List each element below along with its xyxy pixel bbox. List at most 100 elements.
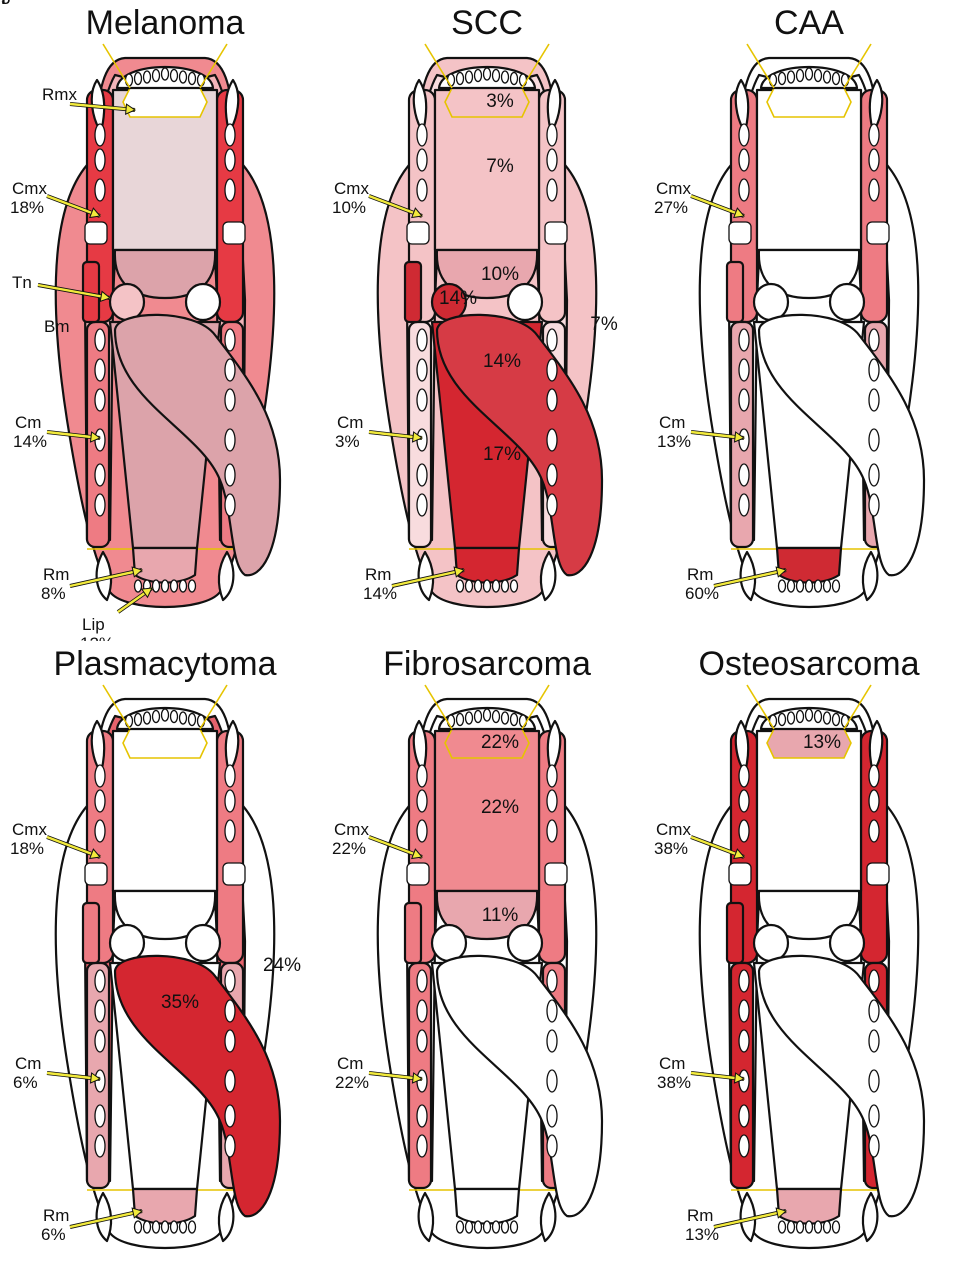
molar-tooth <box>95 329 105 351</box>
incisor-tooth <box>448 74 455 86</box>
molar-tooth <box>225 1135 235 1157</box>
molar-tooth <box>417 1000 427 1022</box>
molar-tooth <box>547 1030 557 1052</box>
lower-incisor-tooth <box>788 1221 795 1233</box>
molar-tooth <box>547 359 557 381</box>
molar-tooth <box>869 359 879 381</box>
molar-tooth <box>95 790 105 812</box>
molar-tooth <box>95 389 105 411</box>
tonsil-left <box>432 925 466 961</box>
site-percent: 6% <box>41 1225 66 1244</box>
site-label: Bm <box>44 317 70 336</box>
incisor-tooth <box>779 714 786 726</box>
incisor-tooth <box>833 73 840 85</box>
site-percent: 22% <box>332 839 366 858</box>
molar-tooth <box>739 494 749 516</box>
molar-tooth <box>225 429 235 451</box>
incisor-tooth <box>135 73 142 85</box>
lower-incisor-tooth <box>475 580 482 592</box>
molar-tooth <box>417 389 427 411</box>
molar-tooth <box>547 790 557 812</box>
lower-incisor-tooth <box>457 580 464 592</box>
molar-tooth <box>739 765 749 787</box>
panel-melanoma: MelanomaHp4%Sp10%6%Tg8%Mf8%14%RmxCmx18%T… <box>0 0 320 641</box>
incisor-tooth <box>815 70 822 82</box>
lower-incisor-tooth <box>144 1221 151 1233</box>
panel-title: Fibrosarcoma <box>383 645 591 683</box>
site-label: Lip <box>82 615 105 634</box>
lower-incisor-tooth <box>466 1221 473 1233</box>
lower-incisor-tooth <box>779 1221 786 1233</box>
molar-tooth <box>739 1070 749 1092</box>
molar-tooth <box>417 765 427 787</box>
incisor-tooth <box>493 711 500 723</box>
buccal-mucosa <box>727 903 743 963</box>
molar-tooth <box>547 389 557 411</box>
site-label: Cm <box>659 413 685 432</box>
molar-tooth <box>869 329 879 351</box>
molar-tooth <box>739 790 749 812</box>
molar-tooth <box>95 1105 105 1127</box>
carnassial-tooth <box>545 863 567 885</box>
lower-incisor-tooth <box>824 1221 831 1233</box>
buccal-mucosa <box>405 262 421 322</box>
molar-tooth <box>95 765 105 787</box>
lower-incisor-tooth <box>511 580 518 592</box>
tonsil-right <box>830 925 864 961</box>
carnassial-tooth <box>867 222 889 244</box>
site-percent: 8% <box>41 584 66 603</box>
molar-tooth <box>547 329 557 351</box>
tonsil-right <box>186 925 220 961</box>
panel-title: CAA <box>774 4 844 42</box>
site-percent: 13% <box>685 1225 719 1244</box>
molar-tooth <box>739 429 749 451</box>
panel-title: Osteosarcoma <box>698 645 919 683</box>
buccal-mucosa <box>727 262 743 322</box>
carnassial-tooth <box>223 222 245 244</box>
molar-tooth <box>869 149 879 171</box>
incisor-tooth <box>797 711 804 723</box>
incisor-tooth <box>770 74 777 86</box>
lower-incisor-tooth <box>162 580 169 592</box>
lower-incisor-tooth <box>135 580 142 592</box>
molar-tooth <box>95 1030 105 1052</box>
lower-incisor-tooth <box>815 1221 822 1233</box>
incisor-tooth <box>144 712 151 724</box>
site-label: Cmx <box>334 179 369 198</box>
molar-tooth <box>225 1000 235 1022</box>
molar-tooth <box>225 765 235 787</box>
site-label: Cmx <box>656 179 691 198</box>
lower-incisor-tooth <box>797 580 804 592</box>
molar-tooth <box>869 494 879 516</box>
lower-incisor-tooth <box>806 580 813 592</box>
incisor-tooth <box>189 73 196 85</box>
rostral-mandible <box>455 1189 519 1224</box>
lower-incisor-tooth <box>475 1221 482 1233</box>
rostral-mandible <box>777 1189 841 1224</box>
rostral-mandible <box>133 548 197 583</box>
incisor-tooth <box>126 715 133 727</box>
region-label: 10% <box>481 264 519 285</box>
molar-tooth <box>547 765 557 787</box>
site-label: Cm <box>659 1054 685 1073</box>
site-label: Cm <box>15 1054 41 1073</box>
incisor-tooth <box>162 68 169 80</box>
region-label: 14% <box>439 288 477 309</box>
molar-tooth <box>417 1105 427 1127</box>
panel-title: Melanoma <box>86 4 245 42</box>
incisor-tooth <box>520 74 527 86</box>
molar-tooth <box>869 464 879 486</box>
incisor-tooth <box>475 70 482 82</box>
molar-tooth <box>547 820 557 842</box>
molar-tooth <box>95 359 105 381</box>
incisor-tooth <box>842 715 849 727</box>
incisor-tooth <box>171 711 178 723</box>
molar-tooth <box>547 970 557 992</box>
site-label: Rm <box>43 565 69 584</box>
incisor-tooth <box>198 74 205 86</box>
molar-tooth <box>739 820 749 842</box>
incisor-tooth <box>126 74 133 86</box>
incisor-tooth <box>180 712 187 724</box>
incisor-tooth <box>502 712 509 724</box>
lower-incisor-tooth <box>135 1221 142 1233</box>
